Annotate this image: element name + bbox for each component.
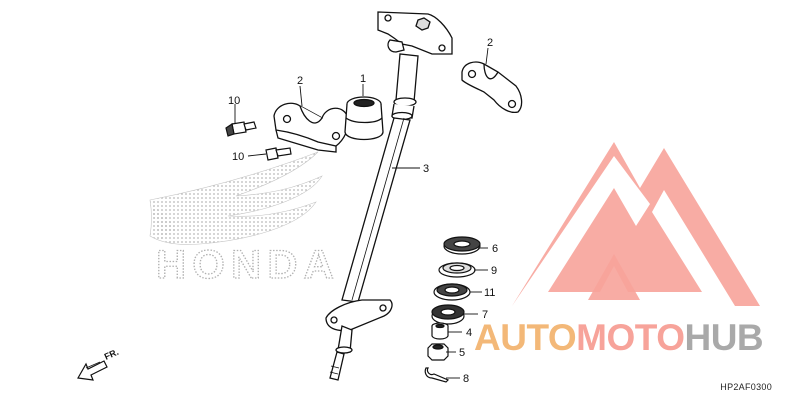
castle-nut xyxy=(427,343,449,361)
watermark-part-auto: AUTO xyxy=(474,317,577,358)
callout-4: 4 xyxy=(466,327,472,339)
front-direction-arrow-icon xyxy=(77,360,108,381)
ball-bearing-upper xyxy=(433,283,471,301)
callout-3: 3 xyxy=(423,163,429,175)
callout-2-left: 2 xyxy=(297,75,303,87)
watermark-part-hub: HUB xyxy=(684,317,764,358)
watermark-part-moto: MOTO xyxy=(576,317,685,358)
callout-8: 8 xyxy=(463,373,469,385)
collar xyxy=(431,322,449,340)
watermark-logo-icon xyxy=(512,142,760,306)
seal-ring xyxy=(438,262,476,278)
watermark-wordmark: AUTOMOTOHUB xyxy=(474,316,796,360)
front-direction-label: FR. xyxy=(103,347,120,362)
callout-9: 9 xyxy=(491,265,497,277)
oil-seal xyxy=(443,236,481,255)
callout-5: 5 xyxy=(459,347,465,359)
callout-10-upper: 10 xyxy=(228,95,240,107)
callout-6: 6 xyxy=(492,243,498,255)
callout-2-right: 2 xyxy=(487,37,493,49)
honda-wordmark: HONDA xyxy=(156,243,340,287)
callout-1: 1 xyxy=(360,73,366,85)
steering-shaft xyxy=(325,11,453,381)
steering-shaft-holder-right xyxy=(461,61,523,114)
diagram-code: HP2AF0300 xyxy=(720,382,772,392)
honda-wing-logo-icon xyxy=(149,151,323,245)
flange-bolt-upper xyxy=(225,121,257,137)
callout-11: 11 xyxy=(484,287,495,299)
callout-7: 7 xyxy=(482,309,488,321)
steering-shaft-holder-left xyxy=(273,102,350,153)
cotter-pin xyxy=(424,367,450,383)
callout-10-lower: 10 xyxy=(232,151,244,163)
ball-bearing-lower xyxy=(431,304,465,325)
flange-bolt-lower xyxy=(265,147,292,161)
shaft-bushing xyxy=(344,96,384,141)
leader-lines xyxy=(234,47,489,379)
